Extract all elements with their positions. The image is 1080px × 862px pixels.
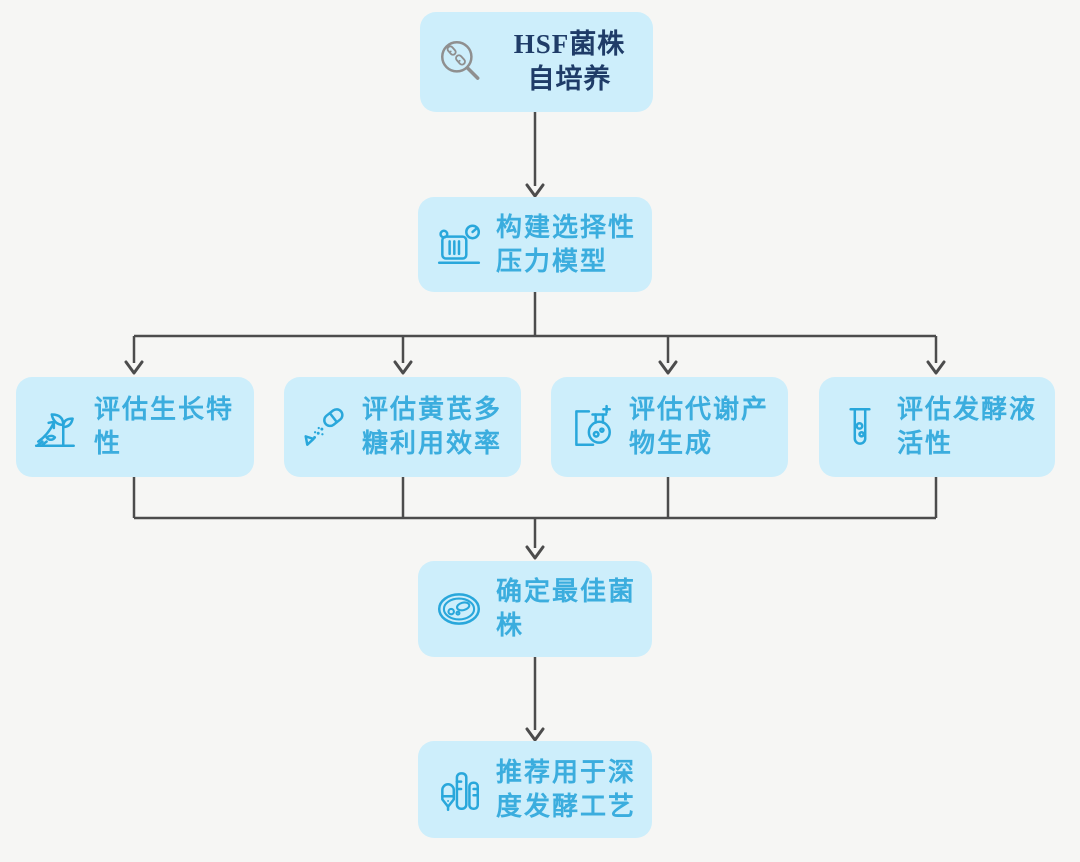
node-label: 评估发酵液 活性 xyxy=(897,394,1038,458)
petri-dish-icon xyxy=(437,593,481,625)
magnifier-bacteria-icon xyxy=(441,40,480,80)
test-tube-icon xyxy=(849,408,871,445)
node-label: 评估代谢产 物生成 xyxy=(629,394,770,458)
node-evaluate-metabolite-production: 评估代谢产 物生成 xyxy=(551,377,788,477)
node-evaluate-broth-activity: 评估发酵液 活性 xyxy=(819,377,1055,477)
node-label: 确定最佳菌 株 xyxy=(496,576,637,640)
node-selective-pressure-model: 构建选择性 压力模型 xyxy=(418,197,652,292)
node-hsf-strain-culture: HSF菌株 自培养 xyxy=(420,12,653,112)
node-evaluate-growth: 评估生长特 性 xyxy=(16,377,254,477)
node-evaluate-polysaccharide-utilization: 评估黄芪多 糖利用效率 xyxy=(284,377,521,477)
node-label: HSF菌株 自培养 xyxy=(513,28,626,94)
capsule-powder-icon xyxy=(304,408,344,446)
pressure-model-icon xyxy=(437,223,481,264)
plant-growth-icon xyxy=(34,413,75,447)
node-label: 评估生长特 性 xyxy=(94,394,235,458)
node-recommend-deep-fermentation: 推荐用于深 度发酵工艺 xyxy=(418,741,652,838)
node-determine-best-strain: 确定最佳菌 株 xyxy=(418,561,652,657)
fermentation-plant-icon xyxy=(441,771,479,811)
node-label: 评估黄芪多 糖利用效率 xyxy=(362,394,503,458)
flask-board-icon xyxy=(575,404,611,446)
node-label: 推荐用于深 度发酵工艺 xyxy=(496,756,637,821)
node-label: 构建选择性 压力模型 xyxy=(496,211,637,276)
